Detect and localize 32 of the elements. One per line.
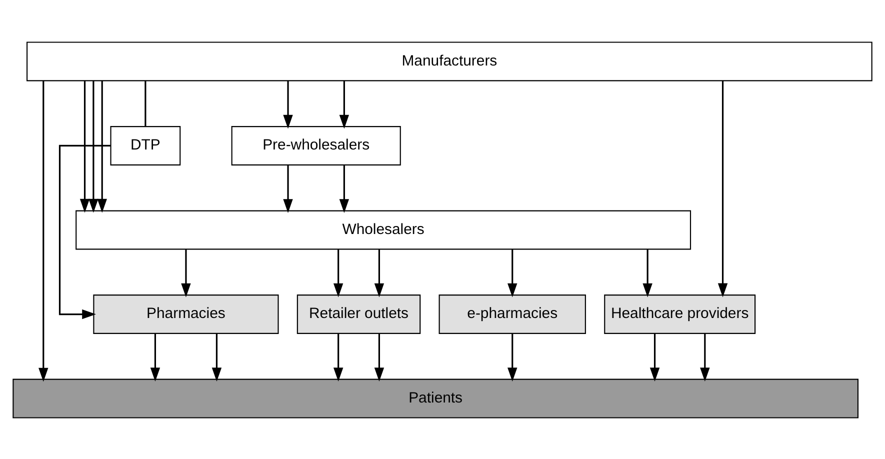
- node-box: Wholesalers: [76, 210, 692, 250]
- arrow: [150, 333, 160, 382]
- arrow: [508, 249, 518, 297]
- arrow: [508, 333, 518, 382]
- node-box: Retailer outlets: [296, 294, 421, 334]
- arrow: [283, 164, 293, 212]
- arrow: [38, 80, 48, 382]
- node-box: Manufacturers: [26, 41, 872, 81]
- arrow: [283, 80, 293, 128]
- node-box: Pre-wholesalers: [231, 126, 401, 165]
- arrow: [339, 80, 350, 128]
- arrow: [333, 249, 344, 297]
- arrow: [88, 80, 98, 212]
- arrow: [212, 333, 222, 382]
- arrow: [333, 333, 344, 382]
- connector: [144, 80, 146, 126]
- arrow: [181, 249, 191, 297]
- arrow: [700, 333, 710, 382]
- arrow: [339, 164, 350, 212]
- arrow: [80, 80, 90, 212]
- node-box: e-pharmacies: [438, 294, 586, 334]
- arrow: [718, 80, 728, 297]
- node-box: Healthcare providers: [604, 294, 756, 334]
- arrow: [374, 333, 384, 382]
- arrow: [650, 333, 660, 382]
- arrow: [374, 249, 384, 297]
- node-box: Patients: [12, 378, 858, 418]
- arrow: [642, 249, 652, 297]
- arrow: [58, 144, 111, 319]
- arrow: [97, 80, 107, 212]
- node-box: Pharmacies: [93, 294, 279, 334]
- node-box: DTP: [110, 126, 181, 165]
